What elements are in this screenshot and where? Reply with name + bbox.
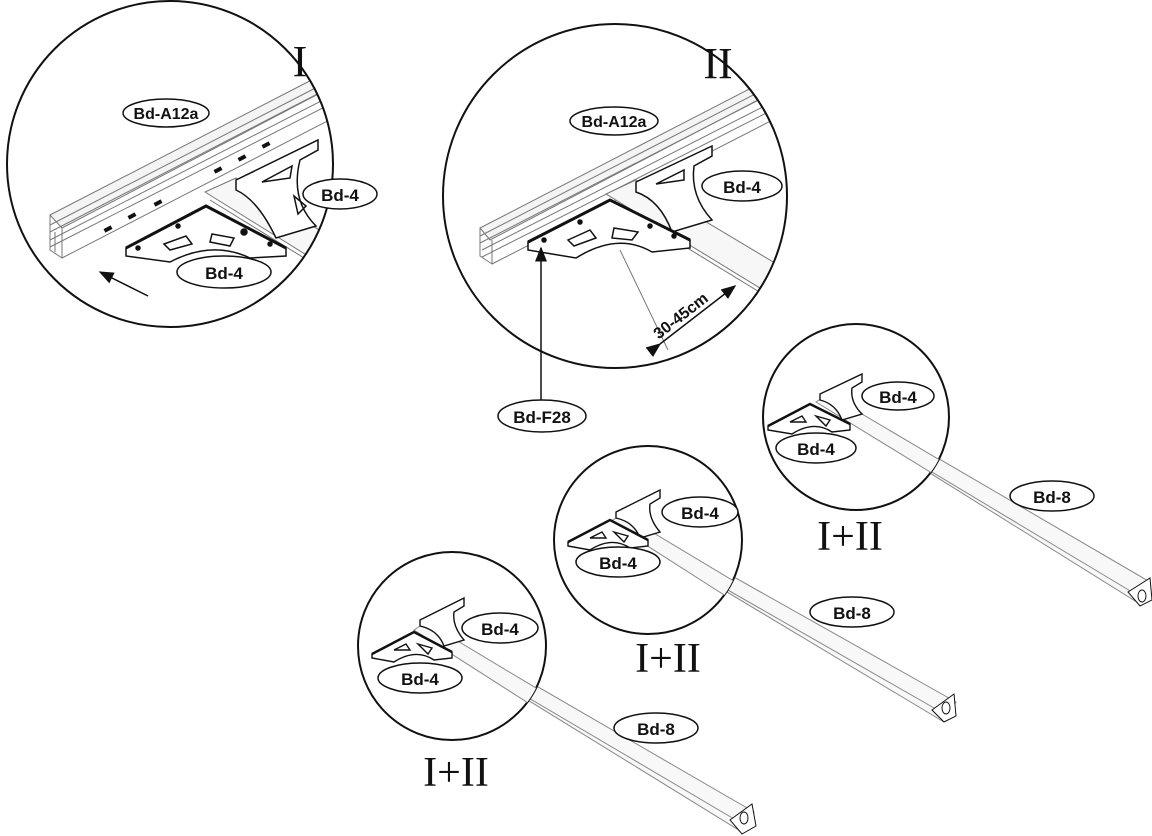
svg-text:Bd-4: Bd-4 bbox=[723, 178, 761, 197]
label-bracket-middle-back: Bd-4 bbox=[661, 496, 739, 528]
bracket-front bbox=[767, 402, 851, 435]
svg-text:Bd-8: Bd-8 bbox=[1033, 488, 1071, 507]
label-rail-one: Bd-A12a bbox=[122, 98, 210, 128]
svg-text:Bd-4: Bd-4 bbox=[481, 620, 519, 639]
bracket-front bbox=[527, 198, 691, 259]
label-bracket-right-back: Bd-4 bbox=[861, 381, 935, 411]
label-bracket-middle-front: Bd-4 bbox=[575, 546, 661, 578]
rail-screw-holes bbox=[103, 141, 271, 233]
label-bracket-right-front: Bd-4 bbox=[775, 432, 857, 464]
svg-text:Bd-4: Bd-4 bbox=[681, 504, 719, 523]
detail-two-circle bbox=[442, 23, 788, 369]
svg-text:Bd-4: Bd-4 bbox=[879, 388, 917, 407]
label-bracket-one-front: Bd-4 bbox=[176, 255, 272, 289]
bracket-front bbox=[371, 630, 453, 663]
svg-text:Bd-8: Bd-8 bbox=[637, 720, 675, 739]
view-label-combined-middle: I+II bbox=[635, 636, 701, 682]
label-bar-middle: Bd-8 bbox=[809, 596, 895, 628]
svg-text:Bd-4: Bd-4 bbox=[321, 186, 359, 205]
label-bracket-left-front: Bd-4 bbox=[377, 662, 463, 694]
label-bracket-one-back: Bd-4 bbox=[302, 178, 378, 210]
bracket-front bbox=[567, 518, 649, 551]
spacing-dimension bbox=[619, 249, 737, 358]
svg-text:Bd-A12a: Bd-A12a bbox=[582, 114, 647, 131]
label-bracket-left-back: Bd-4 bbox=[461, 612, 539, 644]
bracket-back bbox=[235, 138, 319, 239]
label-bar-left: Bd-8 bbox=[613, 712, 699, 744]
svg-text:Bd-4: Bd-4 bbox=[205, 264, 243, 283]
combined-view-right: Bd-4 Bd-4 I+II bbox=[762, 323, 950, 560]
detail-one-circle bbox=[6, 0, 334, 328]
svg-text:Bd-F28: Bd-F28 bbox=[513, 408, 571, 427]
label-bracket-two: Bd-4 bbox=[701, 170, 783, 202]
bracket-back bbox=[615, 488, 662, 539]
fastener-callout: Bd-F28 bbox=[497, 246, 587, 433]
detail-view-one: Bd-A12a Bd-4 Bd-4 I bbox=[6, 0, 378, 328]
spacing-label: 30-45cm bbox=[651, 290, 712, 343]
view-label-combined-left: I+II bbox=[423, 750, 489, 796]
rail-profile bbox=[49, 54, 333, 259]
combined-view-left: Bd-4 Bd-4 I+II bbox=[357, 551, 547, 796]
svg-text:Bd-4: Bd-4 bbox=[599, 554, 637, 573]
label-rail-two: Bd-A12a bbox=[569, 106, 659, 136]
svg-text:Bd-A12a: Bd-A12a bbox=[134, 106, 199, 123]
detail-view-two: Bd-A12a Bd-4 30-45cm II Bd-F28 bbox=[442, 23, 788, 433]
svg-text:Bd-4: Bd-4 bbox=[401, 670, 439, 689]
label-bar-right: Bd-8 bbox=[1009, 480, 1095, 512]
view-label-one: I bbox=[293, 37, 308, 86]
svg-text:Bd-4: Bd-4 bbox=[797, 440, 835, 459]
bracket-back bbox=[819, 372, 864, 421]
bracket-back bbox=[635, 144, 714, 233]
svg-text:Bd-8: Bd-8 bbox=[833, 604, 871, 623]
bracket-back bbox=[419, 596, 466, 647]
slide-direction-arrow bbox=[98, 271, 149, 297]
bracket-front bbox=[125, 204, 287, 263]
view-label-combined-right: I+II bbox=[817, 514, 883, 560]
combined-view-middle: Bd-4 Bd-4 I+II bbox=[553, 445, 743, 682]
view-label-two: II bbox=[703, 39, 732, 88]
